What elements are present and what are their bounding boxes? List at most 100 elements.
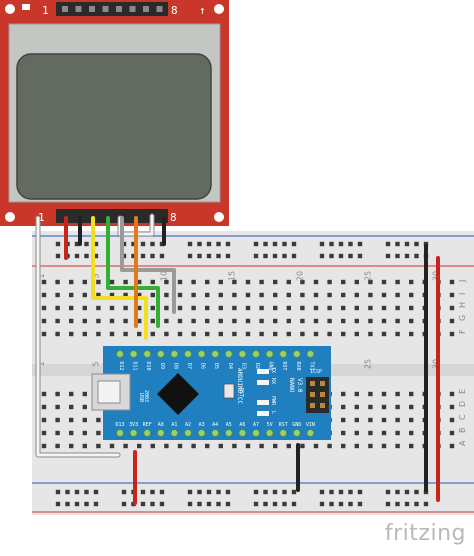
header-pin <box>129 6 136 12</box>
breadboard-hole <box>313 443 319 449</box>
column-label: 10 <box>159 271 168 281</box>
breadboard-hole <box>82 292 87 298</box>
breadboard-hole <box>55 318 60 324</box>
arduino-pin-label: A0 <box>158 422 164 428</box>
breadboard-hole <box>381 404 387 410</box>
breadboard-hole <box>245 443 251 449</box>
breadboard-hole <box>41 404 47 410</box>
led-tx-label: TX <box>270 367 276 373</box>
breadboard-hole <box>259 331 264 337</box>
rail-hole <box>84 489 89 495</box>
rail-hole <box>329 241 334 247</box>
rail-hole <box>216 501 221 507</box>
rail-hole <box>423 501 429 507</box>
rail-hole <box>225 253 231 259</box>
breadboard-hole <box>164 443 169 449</box>
breadboard-hole <box>449 292 455 298</box>
breadboard-hole <box>82 318 87 324</box>
icsp-pin <box>310 381 315 386</box>
breadboard-hole <box>286 292 291 298</box>
arduino-pin-label: D8 <box>172 363 178 369</box>
rail-hole <box>348 241 353 247</box>
row-label: J <box>458 280 467 283</box>
breadboard-hole <box>395 279 400 285</box>
rail-hole <box>357 253 363 259</box>
row-label: F <box>458 329 467 334</box>
usb-label: USB <box>138 393 144 402</box>
breadboard-hole <box>381 305 387 311</box>
rail-hole <box>329 489 334 495</box>
arduino-pin <box>279 350 288 358</box>
rail-hole <box>291 253 297 259</box>
breadboard-hole <box>313 292 319 298</box>
breadboard-hole <box>205 292 210 298</box>
breadboard-hole <box>96 292 101 298</box>
breadboard-hole <box>409 305 414 311</box>
breadboard-hole <box>232 443 237 449</box>
rail-hole <box>291 489 297 495</box>
arduino-pin <box>129 429 138 437</box>
column-label: 30 <box>431 271 440 281</box>
arduino-pin <box>265 429 274 437</box>
breadboard-hole <box>245 292 251 298</box>
rail-hole <box>357 241 363 247</box>
chip-code-label: 2003 <box>143 390 149 402</box>
rail-hole <box>225 501 231 507</box>
breadboard-hole <box>341 430 346 436</box>
breadboard-hole <box>368 292 373 298</box>
rail-hole <box>206 489 212 495</box>
breadboard-hole <box>41 430 47 436</box>
breadboard-hole <box>55 391 60 397</box>
rail-hole <box>414 489 419 495</box>
arduino-pin <box>157 350 165 358</box>
breadboard-hole <box>177 279 183 285</box>
breadboard-hole <box>191 331 196 337</box>
rail-hole <box>338 253 344 259</box>
breadboard-hole <box>273 443 278 449</box>
rail-hole <box>216 241 221 247</box>
breadboard-hole <box>395 417 400 423</box>
breadboard-hole <box>123 305 128 311</box>
breadboard-hole <box>341 331 346 337</box>
rail-hole <box>357 501 363 507</box>
breadboard-hole <box>164 331 169 337</box>
breadboard-hole <box>341 318 346 324</box>
breadboard-hole <box>273 279 278 285</box>
led-tx <box>257 369 269 374</box>
rail-hole <box>93 501 99 507</box>
breadboard-hole <box>409 404 414 410</box>
rail-hole <box>404 253 410 259</box>
breadboard-hole <box>300 292 305 298</box>
breadboard-hole <box>259 292 264 298</box>
reset-button[interactable] <box>223 383 235 399</box>
arduino-pin-label: VIN <box>306 422 315 428</box>
breadboard-hole <box>218 443 223 449</box>
lcd-top-header <box>56 2 168 16</box>
arduino-pcb <box>103 346 331 440</box>
arduino-pin-label: D11 <box>132 361 138 370</box>
column-label: 5 <box>91 361 100 366</box>
arduino-pin-label: A1 <box>171 422 177 428</box>
arduino-pin <box>265 350 274 358</box>
rail-hole <box>159 489 165 495</box>
rail-hole <box>253 489 259 495</box>
icsp-header <box>306 377 329 413</box>
breadboard-hole <box>109 279 115 285</box>
breadboard-hole <box>232 279 237 285</box>
breadboard-hole <box>327 331 332 337</box>
arduino-pin <box>143 350 152 358</box>
lcd-bottom-pin-last: 8 <box>170 211 177 224</box>
lcd-module: 1 8 ↑ 1 8 <box>0 0 229 226</box>
arduino-pin-label: RX0 <box>295 361 301 370</box>
mount-hole <box>214 212 224 222</box>
rail-hole <box>65 489 70 495</box>
arduino-pin <box>252 350 260 358</box>
rail-hole <box>404 489 410 495</box>
breadboard-hole <box>273 331 278 337</box>
breadboard-hole <box>96 305 101 311</box>
breadboard-hole <box>368 305 373 311</box>
breadboard-hole <box>449 331 455 337</box>
